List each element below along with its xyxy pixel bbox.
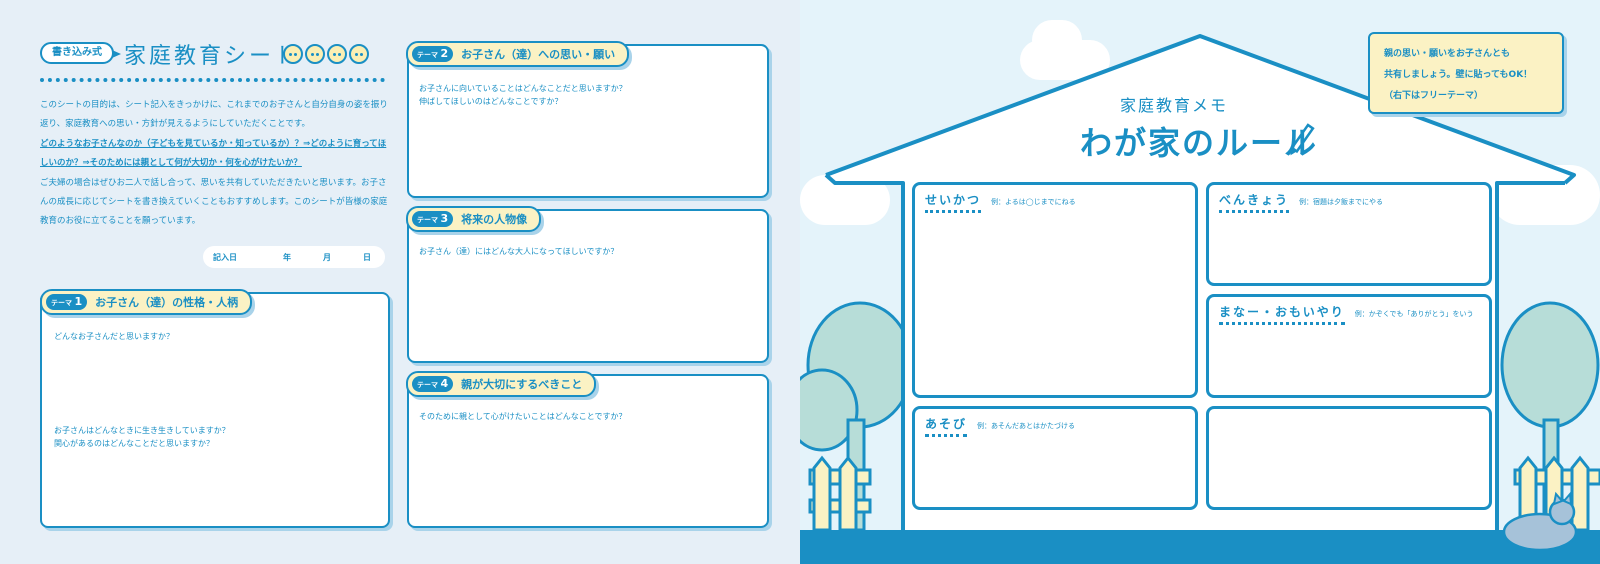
- ground: [800, 530, 1600, 564]
- rule-box-free-theme[interactable]: [1206, 406, 1492, 510]
- share-note-line-3: （右下はフリーテーマ）: [1384, 91, 1484, 101]
- theme-1-title: お子さん（達）の性格・人柄: [95, 296, 239, 309]
- theme-1-heading: テーマ 1 お子さん（達）の性格・人柄: [40, 289, 253, 315]
- fill-in-tag: 書き込み式: [40, 42, 121, 64]
- rule-name: せいかつ: [925, 191, 982, 213]
- dotted-divider: [40, 78, 385, 83]
- theme-4-box[interactable]: そのために親として心がけたいことはどんなことですか？: [407, 374, 769, 528]
- date-label: 記入日: [213, 253, 237, 262]
- rule-box-benkyou[interactable]: べんきょう 例：宿題は夕飯までにやる: [1206, 182, 1492, 286]
- date-year: 年: [283, 253, 291, 262]
- theme-2-title: お子さん（達）への思い・願い: [461, 48, 616, 61]
- theme-1-box[interactable]: どんなお子さんだと思いますか？ お子さんはどんなときに生き生きしていますか？ 関…: [40, 292, 390, 528]
- theme-4-badge: テーマ 4: [412, 376, 454, 392]
- theme-1-question-3: 関心があるのはどんなことだと思いますか？: [54, 439, 214, 448]
- rule-box-asobi[interactable]: あそび 例：あそんだあとはかたづける: [912, 406, 1198, 510]
- face-icon: [349, 44, 369, 64]
- tree-left: [800, 301, 914, 532]
- share-note-line-2: 共有しましょう。壁に貼ってもOK！: [1384, 70, 1533, 80]
- face-icon: [327, 44, 347, 64]
- rule-name: まなー・おもいやり: [1219, 303, 1345, 325]
- face-icon: [305, 44, 325, 64]
- cat-icon: [1502, 491, 1578, 550]
- theme-4-heading: テーマ 4 親が大切にするべきこと: [406, 371, 597, 397]
- theme-2-badge: テーマ 2: [412, 46, 454, 62]
- intro-paragraph-3: ご夫婦の場合はぜひお二人で話し合って、思いを共有していただきたいと思います。お子…: [40, 177, 388, 227]
- cloud-illustration: [1032, 20, 1082, 60]
- theme-3-title: 将来の人物像: [461, 213, 528, 226]
- rule-example: 例：宿題は夕飯までにやる: [1299, 198, 1384, 206]
- theme-2-heading: テーマ 2 お子さん（達）への思い・願い: [406, 41, 630, 67]
- theme-1-question-2: お子さんはどんなときに生き生きしていますか？: [54, 426, 230, 435]
- theme-4-question-1: そのために親として心がけたいことはどんなことですか？: [419, 412, 627, 421]
- rule-box-seikatsu[interactable]: せいかつ 例：よるは◯じまでにねる: [912, 182, 1198, 398]
- theme-3-box[interactable]: お子さん（達）にはどんな大人になってほしいですか？: [407, 209, 769, 363]
- share-note-line-1: 親の思い・願いをお子さんとも: [1384, 49, 1511, 59]
- theme-2-box[interactable]: お子さんに向いていることはどんなことだと思いますか？ 伸ばしてほしいのはどんなこ…: [407, 44, 769, 198]
- rule-name: べんきょう: [1219, 191, 1290, 213]
- intro-text: このシートの目的は、シート記入をきっかけに、これまでのお子さんと自分自身の姿を振…: [40, 96, 390, 232]
- theme-2-question-1: お子さんに向いていることはどんなことだと思いますか？: [419, 84, 627, 93]
- rule-name: あそび: [925, 415, 968, 437]
- rule-box-manners[interactable]: まなー・おもいやり 例：かぞくでも「ありがとう」をいう: [1206, 294, 1492, 398]
- rule-example: 例：あそんだあとはかたづける: [977, 422, 1076, 430]
- rule-example: 例：よるは◯じまでにねる: [991, 198, 1076, 206]
- intro-paragraph-1: このシートの目的は、シート記入をきっかけに、これまでのお子さんと自分自身の姿を振…: [40, 100, 388, 130]
- memo-subtitle: 家庭教育メモ: [1120, 96, 1229, 115]
- date-day: 日: [363, 253, 371, 262]
- memo-title: わが家のルール: [1080, 124, 1319, 162]
- theme-1-badge: テーマ 1: [46, 294, 88, 310]
- face-icon: [283, 44, 303, 64]
- theme-3-question-1: お子さん（達）にはどんな大人になってほしいですか？: [419, 247, 619, 256]
- theme-3-badge: テーマ 3: [412, 211, 454, 227]
- theme-3-heading: テーマ 3 将来の人物像: [406, 206, 542, 232]
- intro-paragraph-2: どのようなお子さんなのか（子どもを見ているか・知っているか）？⇒どのように育って…: [40, 138, 387, 169]
- rule-example: 例：かぞくでも「ありがとう」をいう: [1354, 310, 1474, 318]
- family-faces-illustration: [283, 44, 369, 64]
- pencil-icon: [1290, 123, 1315, 156]
- left-page: 書き込み式 家庭教育シート このシートの目的は、シート記入をきっかけに、これまで…: [40, 41, 769, 528]
- entry-date-field[interactable]: 記入日 年 月 日: [203, 246, 385, 268]
- sheet-title: 家庭教育シート: [124, 44, 300, 69]
- right-page: 家庭教育メモ わが家のルール 親の思い・願いをお子さんとも 共有しましょう。壁に…: [800, 0, 1600, 564]
- theme-2-question-2: 伸ばしてほしいのはどんなことですか？: [419, 97, 563, 106]
- share-note: 親の思い・願いをお子さんとも 共有しましょう。壁に貼ってもOK！ （右下はフリー…: [1368, 32, 1564, 114]
- theme-4-title: 親が大切にするべきこと: [461, 378, 583, 391]
- date-month: 月: [323, 253, 331, 262]
- theme-1-question-1: どんなお子さんだと思いますか？: [54, 332, 174, 341]
